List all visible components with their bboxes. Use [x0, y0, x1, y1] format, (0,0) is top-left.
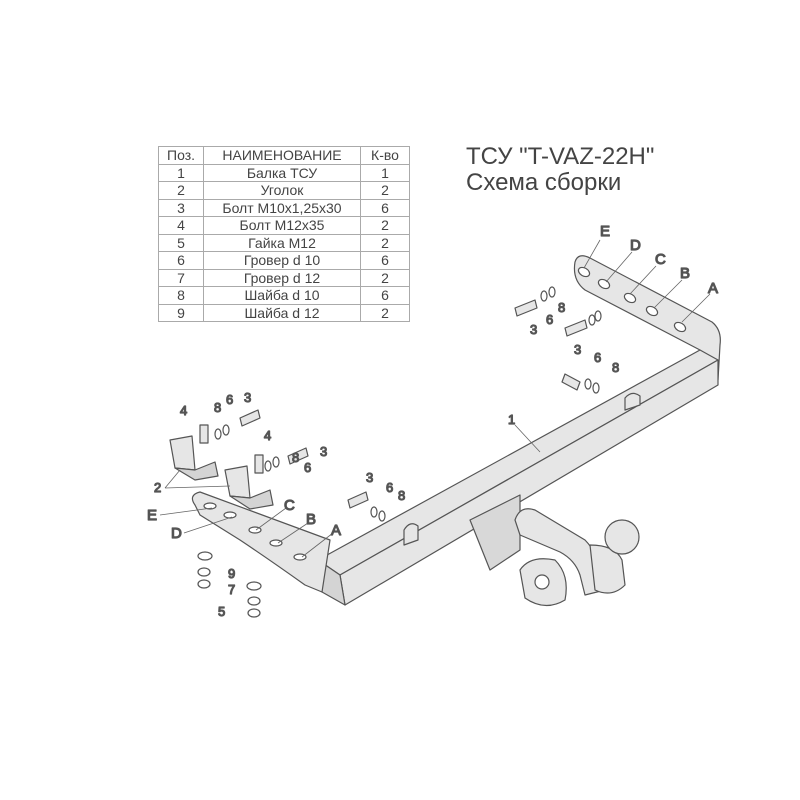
- bolts: [199, 299, 588, 509]
- right-plate-holes: [577, 266, 687, 333]
- washers: [197, 286, 602, 618]
- left-hole-labels: E D C B A: [146, 496, 341, 542]
- hitch-bracket: [469, 494, 521, 571]
- callout-7: 7: [228, 582, 235, 597]
- bolt-icon: [561, 373, 581, 391]
- angle-bracket: [229, 489, 274, 510]
- cell-pos: 9: [158, 303, 204, 322]
- callout-3: 3: [244, 390, 251, 405]
- callout-6: 6: [386, 480, 393, 495]
- beam-tab: [403, 523, 419, 546]
- diagram-title: ТСУ "T-VAZ-22H" Схема сборки: [466, 144, 654, 196]
- bolt-icon: [347, 491, 369, 509]
- hole-label-c: C: [655, 251, 666, 268]
- angle-bracket: [174, 461, 219, 481]
- callout-8: 8: [398, 488, 405, 503]
- callout-6: 6: [304, 460, 311, 475]
- callout-6: 6: [546, 312, 553, 327]
- bolt-icon: [239, 409, 261, 427]
- hole-label-a: A: [331, 522, 341, 539]
- title-line-2: Схема сборки: [466, 169, 622, 196]
- nut-icon: [197, 579, 211, 589]
- beam-tab: [624, 392, 641, 411]
- callout-8: 8: [292, 450, 299, 465]
- cell-name: Шайба d 12: [203, 303, 361, 322]
- hole-label-c: C: [284, 497, 295, 514]
- hole-label-d: D: [630, 237, 641, 254]
- hole-label-b: B: [680, 265, 690, 282]
- angle-bracket: [224, 465, 251, 499]
- bolt-icon: [564, 319, 588, 337]
- callout-5: 5: [218, 604, 225, 619]
- callout-8: 8: [214, 400, 221, 415]
- hole-label-b: B: [306, 511, 316, 528]
- callout-4: 4: [264, 428, 271, 443]
- angle-bracket: [169, 435, 196, 471]
- callout-2: 2: [154, 480, 161, 495]
- bolt-icon: [199, 424, 209, 444]
- title-line-1: ТСУ "T-VAZ-22H": [466, 143, 655, 170]
- hole-label-d: D: [171, 525, 182, 542]
- cell-qty: 2: [360, 303, 410, 322]
- callout-3: 3: [320, 444, 327, 459]
- leader-lines: [159, 239, 711, 558]
- callout-3: 3: [574, 342, 581, 357]
- cell-qty: 2: [360, 181, 410, 200]
- callout-3: 3: [530, 322, 537, 337]
- callout-3: 3: [366, 470, 373, 485]
- callout-1: 1: [508, 412, 515, 427]
- callout-8: 8: [612, 360, 619, 375]
- bolt-icon: [287, 447, 309, 465]
- callout-6: 6: [594, 350, 601, 365]
- callout-9: 9: [228, 566, 235, 581]
- part-callouts: 1 2 4 4 3 3 3 3 3 6 6 6 6 6 8 8 8 8 8 9 …: [153, 299, 619, 619]
- tow-ball: [604, 519, 640, 555]
- right-bracket-plate: [573, 255, 721, 381]
- nut-icon: [247, 608, 261, 618]
- right-hole-labels: E D C B A: [599, 222, 718, 297]
- hole-label-a: A: [708, 280, 718, 297]
- hole-label-e: E: [147, 507, 157, 524]
- bolt-icon: [254, 454, 264, 474]
- hole-label-e: E: [600, 223, 610, 240]
- callout-8: 8: [558, 300, 565, 315]
- callout-4: 4: [180, 403, 187, 418]
- bolt-icon: [514, 299, 538, 317]
- ball-stem: [589, 544, 626, 594]
- callout-6: 6: [226, 392, 233, 407]
- mount-hole: [534, 574, 550, 590]
